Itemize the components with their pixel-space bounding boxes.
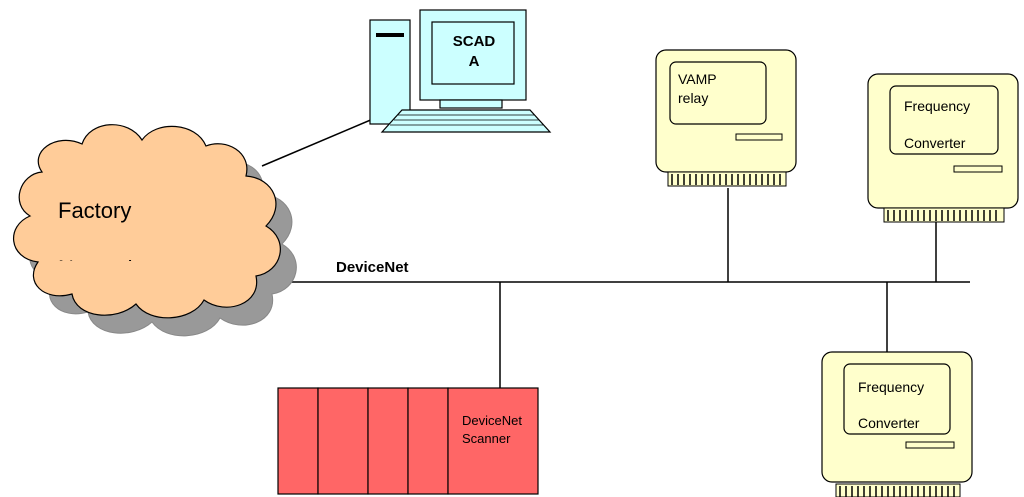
freq-top-connector bbox=[883, 207, 1005, 223]
vamp-relay-device: VAMP relay bbox=[655, 49, 797, 187]
plc-module-4 bbox=[407, 387, 449, 495]
scada-computer: SCAD A bbox=[369, 9, 552, 133]
scada-keyboard bbox=[380, 109, 552, 133]
freq-top-connector-pins bbox=[887, 210, 997, 221]
frequency-converter-top: Frequency Converter bbox=[867, 73, 1019, 223]
scada-label-line1: SCAD bbox=[453, 33, 496, 50]
cloud-label-line2: Network bbox=[58, 256, 140, 281]
vamp-slot bbox=[735, 133, 783, 141]
factory-network-cloud: Factory Network bbox=[13, 124, 297, 337]
scada-screen bbox=[431, 21, 515, 85]
freq-bottom-connector-pins bbox=[839, 486, 955, 497]
cloud-label-line1: Factory bbox=[58, 198, 131, 223]
frequency-converter-bottom: Frequency Converter bbox=[821, 351, 973, 497]
vamp-label-line2: relay bbox=[678, 90, 708, 106]
plc-module-1 bbox=[277, 387, 319, 495]
plc-module-3 bbox=[367, 387, 409, 495]
scada-monitor-base bbox=[439, 99, 503, 109]
scada-link-line bbox=[261, 115, 381, 167]
vamp-connector-pins bbox=[671, 174, 781, 185]
scanner-label-line2: Scanner bbox=[462, 431, 511, 446]
freq-top-label-line2: Converter bbox=[904, 135, 966, 151]
cloud-body bbox=[13, 124, 281, 319]
freq-bottom-label-line2: Converter bbox=[858, 415, 920, 431]
devicenet-scanner-module bbox=[447, 387, 539, 495]
vamp-screen bbox=[669, 61, 767, 125]
freq-bottom-label-line1: Frequency bbox=[858, 379, 924, 395]
scada-label-line2: A bbox=[469, 53, 480, 70]
freq-bottom-slot bbox=[905, 441, 955, 449]
devicenet-bus-label: DeviceNet bbox=[336, 259, 409, 276]
freq-top-screen bbox=[889, 85, 999, 155]
connection-lines bbox=[188, 115, 970, 388]
freq-bottom-connector bbox=[835, 483, 961, 497]
plc-rack bbox=[277, 387, 539, 495]
freq-top-label-line1: Frequency bbox=[904, 98, 970, 114]
freq-bottom-screen bbox=[843, 363, 951, 435]
plc-module-2 bbox=[317, 387, 369, 495]
scanner-label-line1: DeviceNet bbox=[462, 413, 522, 428]
vamp-label-line1: VAMP bbox=[678, 71, 717, 87]
scada-tower bbox=[369, 19, 411, 125]
scada-drive-slot bbox=[376, 33, 404, 37]
freq-top-slot bbox=[953, 165, 1003, 173]
